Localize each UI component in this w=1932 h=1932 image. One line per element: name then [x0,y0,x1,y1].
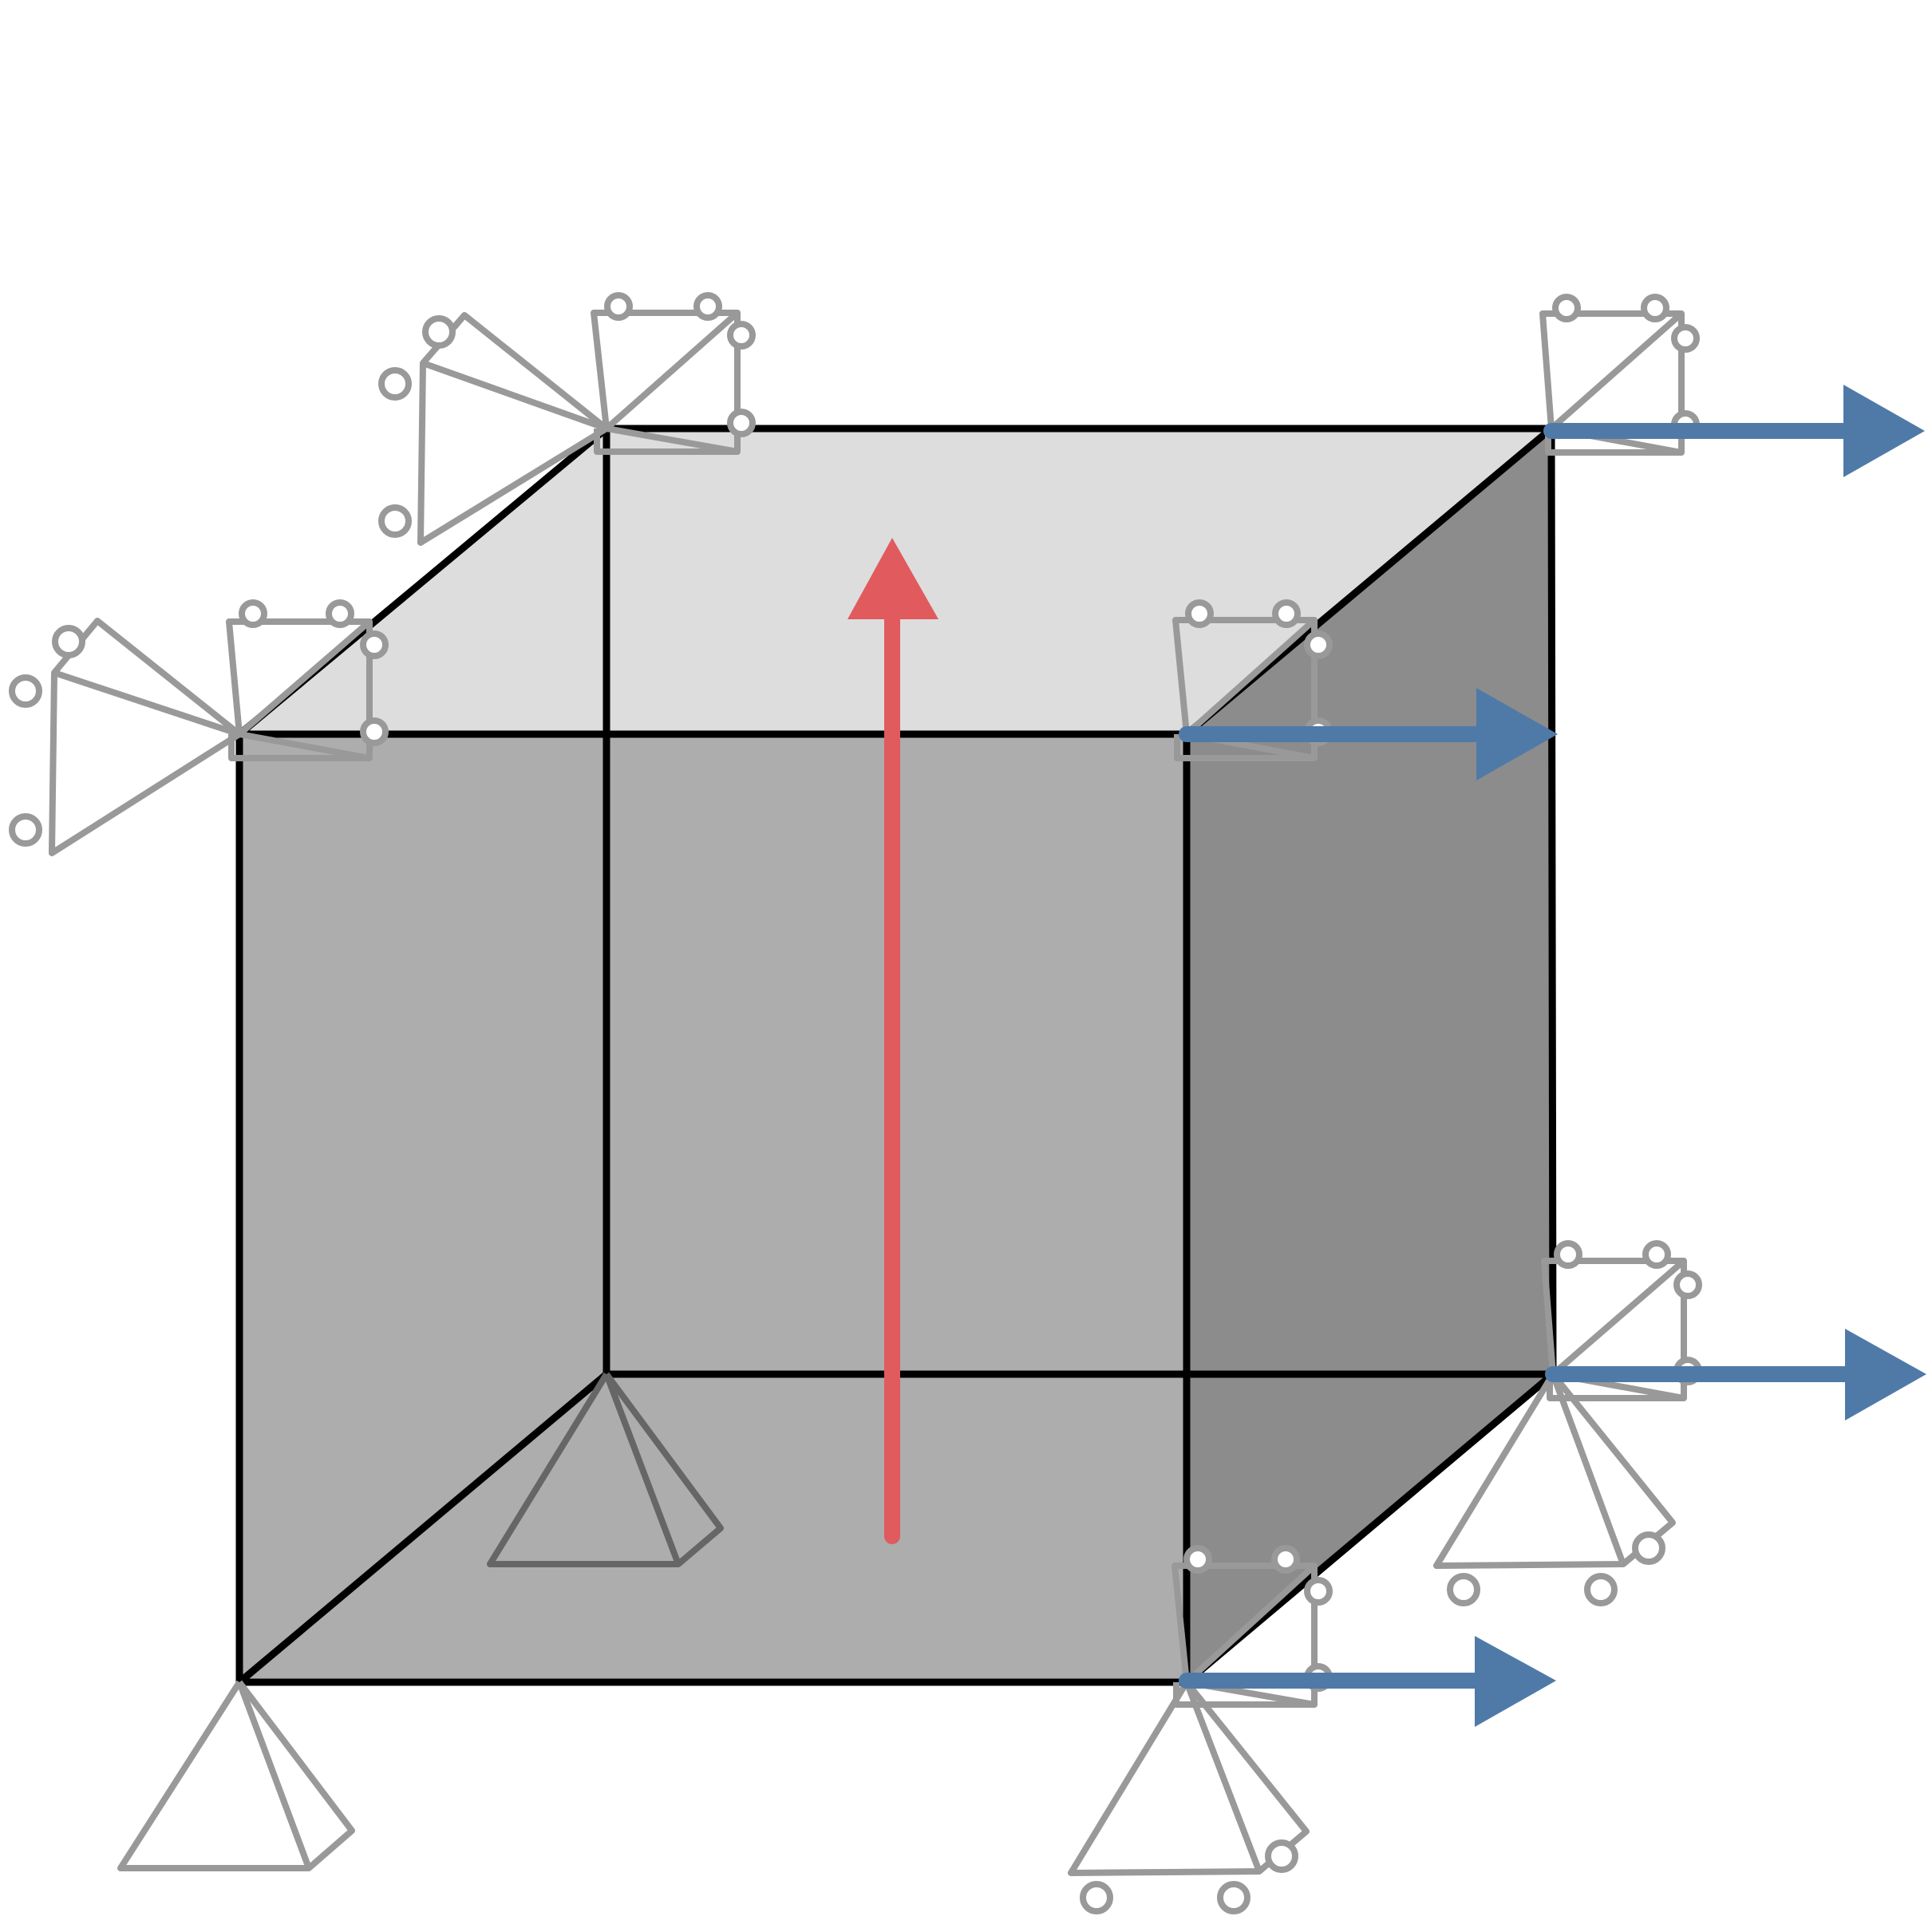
displacement-arrow-icon [1543,385,1925,477]
displacement-arrows [1179,385,1926,1727]
displacement-arrow-icon [1545,1329,1926,1420]
roller-bracket-icon [226,599,389,761]
cube-edges [235,425,1557,1686]
roller-support-icon [9,618,242,856]
roller-bracket-icon [591,292,756,455]
roller-support-icon [1433,1372,1676,1606]
displacement-arrow-icon [1179,1636,1556,1727]
edge-bottom-left [235,1370,610,1686]
pinned-support-icon [487,1372,724,1567]
edge-back-right [1547,425,1557,1378]
roller-support-icon [1068,1680,1310,1914]
cube-front-face [239,734,1187,1682]
side-rollers [9,312,609,856]
pinned-support-icon [117,1680,355,1871]
edge-bottom-right [1183,1370,1557,1686]
displacement-arrow-icon [1179,688,1558,780]
bottom-supports [117,1372,1676,1914]
force-arrow-icon [847,538,938,1544]
roller-support-icon [378,312,609,546]
